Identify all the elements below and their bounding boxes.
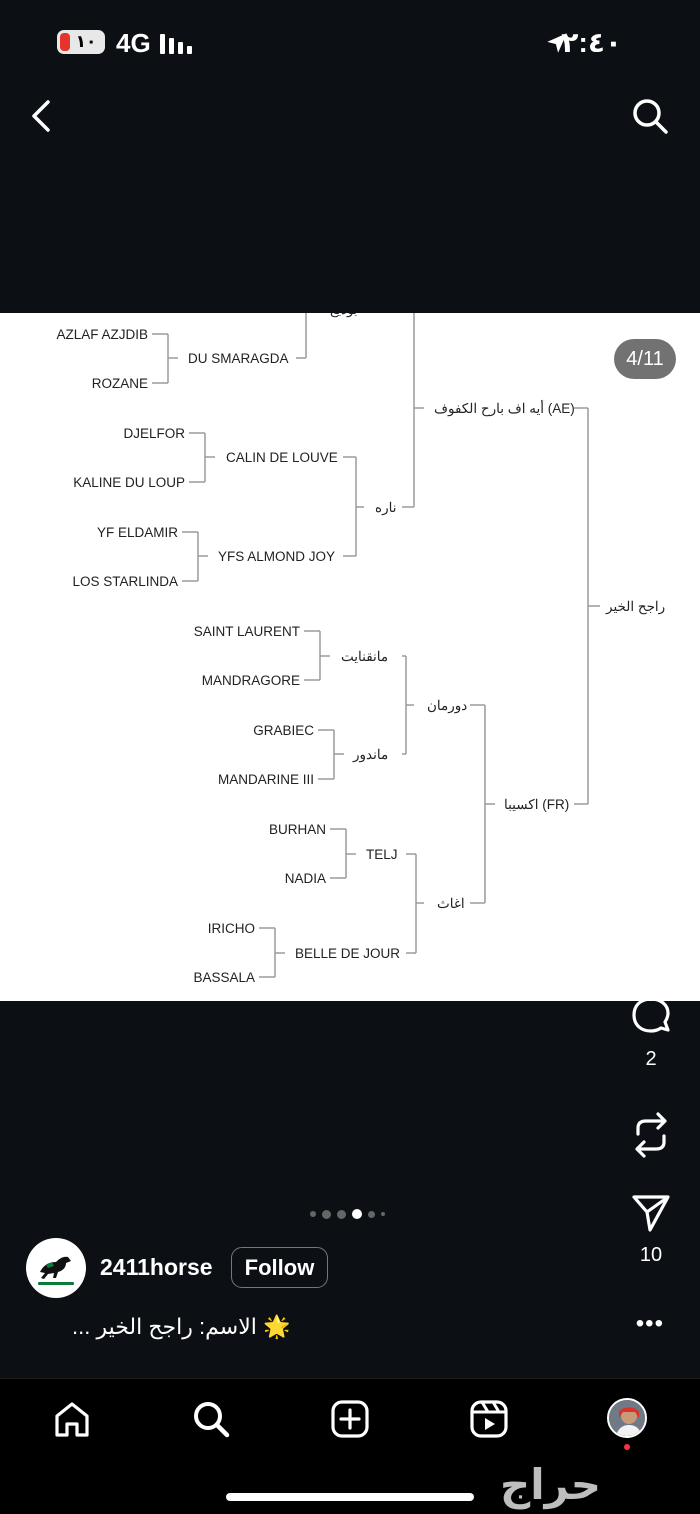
star-emoji: 🌟 bbox=[262, 1314, 291, 1339]
pedigree-gen5-name: DJELFOR bbox=[123, 426, 185, 441]
pedigree-gen5-name: SAINT LAURENT bbox=[194, 624, 300, 639]
pedigree-gen4-name: DU SMARAGDA bbox=[188, 351, 289, 366]
pedigree-gen5-name: MANDRAGORE bbox=[202, 673, 300, 688]
heart-icon bbox=[627, 878, 673, 919]
location-arrow-icon bbox=[547, 33, 567, 53]
pedigree-gen5-name: BASSALA bbox=[193, 970, 255, 985]
share-count: 10 bbox=[639, 1244, 663, 1266]
like-button[interactable]: 41 bbox=[625, 878, 675, 957]
follow-button[interactable]: Follow bbox=[231, 1247, 328, 1288]
horse-logo-icon bbox=[27, 1239, 85, 1297]
comment-count: 2 bbox=[645, 1048, 657, 1070]
pedigree-gen4-name: TELJ bbox=[366, 847, 398, 862]
pedigree-gen5-name: ROZANE bbox=[92, 376, 148, 391]
share-button[interactable]: 10 bbox=[626, 1192, 676, 1267]
bottom-nav bbox=[0, 1378, 700, 1514]
home-icon[interactable] bbox=[52, 1399, 92, 1439]
repost-button[interactable] bbox=[626, 1110, 676, 1160]
status-bar: ١٠ 4G ٢:٤٠ bbox=[0, 0, 700, 90]
home-indicator[interactable] bbox=[226, 1493, 474, 1501]
pedigree-gen4-name: ماندور bbox=[352, 747, 388, 763]
back-icon[interactable] bbox=[24, 96, 58, 136]
pedigree-gen5-name: KALINE DU LOUP bbox=[73, 475, 185, 490]
pedigree-gen5-name: MANDARINE III bbox=[218, 772, 314, 787]
carousel-dot bbox=[381, 1212, 385, 1216]
notification-dot bbox=[624, 1444, 630, 1450]
profile-avatar[interactable] bbox=[607, 1398, 647, 1438]
profile-photo-icon bbox=[609, 1400, 645, 1436]
carousel-dot-active bbox=[352, 1209, 362, 1219]
pedigree-gen4-name: BELLE DE JOUR bbox=[295, 946, 400, 961]
battery-level: ١٠ bbox=[75, 32, 97, 51]
carousel-counter: 4/11 bbox=[614, 339, 676, 379]
pedigree-gen5-name: NADIA bbox=[285, 871, 326, 886]
pedigree-gen2-name: أيه اف بارح الكفوف (AE) bbox=[434, 398, 575, 417]
comment-button[interactable]: 2 bbox=[626, 996, 676, 1071]
pedigree-gen1-name: راجح الخير bbox=[605, 599, 665, 615]
post-image[interactable]: AZLAF AZJDIB ROZANE DJELFOR KALINE DU LOUP Y… bbox=[0, 313, 700, 1001]
haraj-watermark: حراج bbox=[500, 1460, 602, 1509]
carousel-dot bbox=[368, 1210, 375, 1218]
pedigree-gen5-name: BURHAN bbox=[269, 822, 326, 837]
author-username[interactable]: 2411horse bbox=[100, 1254, 213, 1280]
pedigree-gen3-name: ناره bbox=[375, 500, 396, 516]
reels-icon[interactable] bbox=[469, 1399, 509, 1439]
carousel-dot bbox=[322, 1209, 331, 1219]
pedigree-gen3-name: اغاث bbox=[437, 896, 465, 911]
pedigree-chart: AZLAF AZJDIB ROZANE DJELFOR KALINE DU LOUP Y… bbox=[56, 313, 665, 985]
like-count: 41 bbox=[638, 934, 662, 956]
pedigree-gen4-name: CALIN DE LOUVE bbox=[226, 450, 338, 465]
search-nav-icon[interactable] bbox=[191, 1399, 231, 1439]
pedigree-gen2-name: اكسيبا (FR) bbox=[504, 797, 569, 812]
pedigree-gen4-name: مانقنايت bbox=[341, 649, 388, 664]
battery-icon: ١٠ bbox=[57, 30, 105, 54]
pedigree-gen5-name: IRICHO bbox=[208, 921, 255, 936]
pedigree-gen5-name: AZLAF AZJDIB bbox=[56, 327, 148, 342]
network-type: 4G bbox=[116, 28, 151, 58]
carousel-dot bbox=[310, 1211, 316, 1217]
pedigree-gen3-name: بوديع bbox=[330, 313, 358, 318]
comment-icon bbox=[632, 997, 670, 1033]
signal-icon bbox=[160, 34, 192, 54]
pedigree-gen4-name: YFS ALMOND JOY bbox=[218, 549, 335, 564]
create-post-icon[interactable] bbox=[330, 1399, 370, 1439]
pedigree-gen3-name: دورمان bbox=[427, 698, 467, 714]
author-avatar[interactable] bbox=[26, 1238, 86, 1298]
carousel-dot bbox=[337, 1209, 346, 1219]
clock: ٢:٤٠ bbox=[561, 27, 622, 58]
more-options-icon[interactable]: ••• bbox=[635, 1310, 664, 1337]
send-icon bbox=[632, 1195, 670, 1232]
carousel-dots bbox=[310, 1207, 385, 1221]
caption-text: الاسم: راجح الخير ... bbox=[72, 1314, 257, 1339]
pedigree-gen5-name: LOS STARLINDA bbox=[72, 574, 178, 589]
pedigree-gen5-name: GRABIEC bbox=[253, 723, 314, 738]
pedigree-gen5-name: YF ELDAMIR bbox=[97, 525, 178, 540]
post-caption[interactable]: 🌟 الاسم: راجح الخير ... bbox=[72, 1314, 290, 1340]
repost-icon bbox=[635, 1112, 667, 1158]
search-icon[interactable] bbox=[630, 96, 670, 136]
